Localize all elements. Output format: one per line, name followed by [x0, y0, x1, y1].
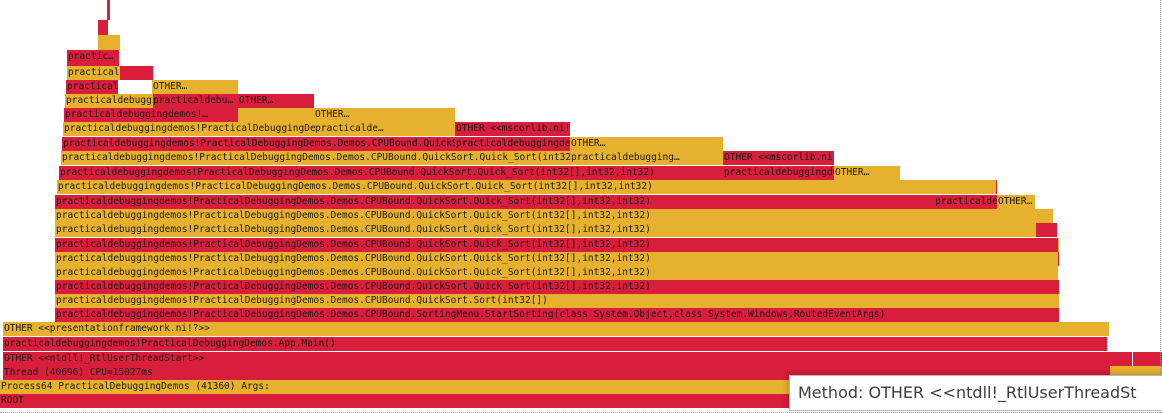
stack-frame[interactable]: OTHER <<mscorlib.ni!… [455, 122, 570, 136]
stack-frame[interactable] [238, 108, 315, 122]
stack-frame[interactable]: practicaldebuggingdemo… [455, 137, 570, 151]
stack-frame[interactable]: OTHER… [834, 166, 900, 180]
stack-frame[interactable] [107, 0, 110, 20]
stack-frame[interactable]: practicalde… [314, 122, 455, 136]
stack-frame[interactable] [1133, 352, 1162, 366]
stack-frame[interactable]: practicaldebuggingdemos!PracticalDebuggi… [57, 180, 996, 194]
stack-frame[interactable] [98, 20, 108, 35]
stack-frame[interactable]: OTHER… [997, 195, 1035, 209]
stack-frame[interactable]: practicaldebuggingdemos!PracticalDebuggi… [55, 223, 1036, 237]
graph-right-border [1160, 0, 1161, 413]
stack-frame[interactable]: practicaldebuggingdemos!PracticalDebuggi… [62, 137, 455, 151]
stack-frame[interactable]: OTHER <<presentationframework.ni!?>> [3, 322, 1109, 336]
stack-frame[interactable] [1106, 352, 1110, 366]
stack-frame[interactable]: practicaldebuggingdemos!PracticalDebuggi… [55, 238, 1058, 252]
stack-frame[interactable]: practic… [67, 50, 119, 66]
stack-frame[interactable] [98, 35, 120, 50]
stack-frame[interactable]: practicaldebu… [152, 94, 238, 108]
stack-frame[interactable]: practicaldebuggingdemos!PracticalDebuggi… [55, 294, 1059, 308]
stack-frame[interactable]: practicaldebuggingdemos!PracticalDebuggi… [61, 151, 572, 165]
stack-frame[interactable]: practicaldebugging… [570, 151, 723, 165]
stack-frame[interactable]: practicaldebu… [67, 66, 120, 80]
stack-frame[interactable]: practicaldebuggingdemos!… [64, 108, 238, 122]
stack-frame[interactable] [1110, 352, 1132, 366]
stack-frame[interactable]: practicaldebuggingdemos!PracticalDebuggi… [55, 266, 1058, 280]
stack-frame[interactable]: practicaldebuggingdemos!PracticalDebuggi… [55, 252, 1058, 266]
frame-tooltip: Method: OTHER <<ntdll!_RtlUserThreadSt [789, 375, 1162, 411]
stack-frame[interactable]: practicaldebuggingdemos!PracticalDebuggi… [59, 166, 724, 180]
stack-frame[interactable]: OTHER… [238, 94, 314, 108]
stack-frame[interactable]: practicaldebuggingdemos!PracticalDebuggi… [63, 122, 316, 136]
stack-frame[interactable]: OTHER… [314, 108, 455, 122]
stack-frame[interactable]: practicaldebuggingdemos!PracticalDebuggi… [55, 209, 1053, 223]
stack-frame[interactable]: practicaldebuggingdemos!PracticalDebuggi… [55, 308, 1059, 322]
stack-frame[interactable]: practicaldebuggingdemos!… [66, 80, 118, 94]
stack-frame[interactable] [120, 66, 153, 80]
stack-frame[interactable]: practicaldebuggingdemos!PracticalDebuggi… [55, 280, 1059, 294]
stack-frame[interactable]: OTHER <<mscorlib.ni!… [723, 151, 834, 165]
stack-frame[interactable]: practicaldebuggingdemos!… [65, 94, 153, 108]
stack-frame[interactable]: practicaldebugg… [934, 195, 997, 209]
stack-frame[interactable]: practicaldebuggingdemos!PracticalDebuggi… [3, 337, 1107, 351]
stack-frame[interactable]: practicaldebuggingdemos!… [723, 166, 834, 180]
stack-frame[interactable]: practicaldebuggingdemos!PracticalDebuggi… [55, 195, 936, 209]
stack-frame[interactable]: OTHER <<ntdll!_RtlUserThreadStart>> [3, 352, 1107, 366]
stack-frame[interactable]: OTHER… [570, 137, 723, 151]
stack-frame[interactable]: OTHER… [152, 80, 238, 94]
stack-frame[interactable] [1036, 223, 1057, 237]
